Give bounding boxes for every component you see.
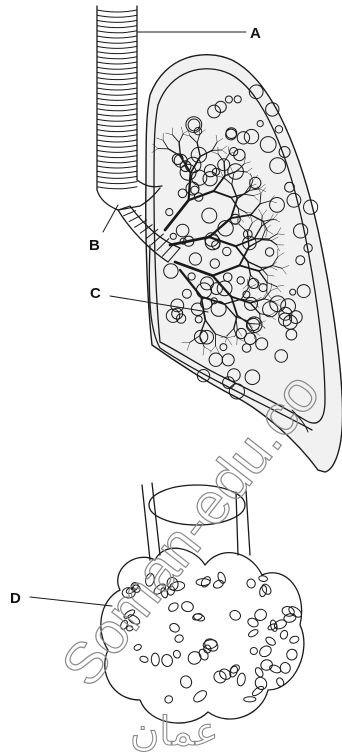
label-b-leader	[103, 205, 118, 232]
trachea-ring	[97, 36, 137, 38]
trachea-ring	[97, 15, 137, 17]
trachea-ring	[97, 57, 137, 59]
trachea-ring	[97, 104, 137, 106]
alveolar-cell	[151, 653, 160, 666]
trachea-ring	[97, 93, 137, 95]
alveolar-cell	[253, 607, 268, 622]
alveolar-cell	[228, 609, 242, 622]
alveolar-cell	[193, 613, 206, 623]
label-b-group: B	[89, 205, 118, 254]
alveolar-cell	[179, 674, 194, 689]
trachea-ring	[97, 171, 137, 173]
trachea-ring	[97, 161, 137, 163]
alveolar-cell	[258, 644, 274, 659]
trachea-ring	[97, 20, 137, 22]
alveolar-cell	[247, 628, 259, 638]
trachea-ring	[97, 98, 137, 100]
trachea-ring	[97, 10, 137, 12]
trachea-ring	[97, 135, 137, 137]
trachea-ring	[97, 109, 137, 111]
alveolar-cell	[160, 653, 173, 667]
bronchiole	[224, 162, 225, 176]
alveolar-cell	[202, 636, 220, 653]
bronchiole	[212, 150, 221, 151]
trachea-ring	[97, 166, 137, 168]
label-a-group: A	[138, 25, 261, 42]
trachea-ring	[97, 187, 137, 189]
alveolar-cell	[289, 635, 300, 644]
alveolar-cell	[212, 579, 224, 590]
alveolar-cell	[279, 661, 291, 674]
trachea-ring	[97, 150, 137, 152]
watermark-arabic: عمان	[130, 709, 219, 754]
bronchus-ring	[124, 211, 136, 216]
trachea-ring	[97, 130, 137, 132]
alveolar-cell	[283, 613, 297, 624]
alveolar-cell	[244, 697, 256, 702]
trachea-ring	[97, 26, 137, 28]
alveolar-cell	[236, 672, 246, 686]
alveolar-cell	[275, 677, 285, 688]
trachea-ring	[97, 119, 137, 121]
alveolar-cell	[200, 575, 213, 589]
trachea-ring	[97, 62, 137, 64]
label-d: D	[10, 590, 21, 607]
alveolar-cell	[279, 629, 289, 640]
alveolar-cell	[264, 635, 276, 646]
alveolar-cell	[172, 649, 182, 659]
alveolar-cell	[246, 578, 257, 589]
trachea-ring	[97, 140, 137, 142]
alveolar-cell	[168, 622, 181, 634]
alveolar-cell	[139, 655, 149, 663]
alveolar-cell	[217, 571, 227, 584]
trachea-ring	[97, 176, 137, 178]
trachea-ring	[97, 145, 137, 147]
watermark-latin: Soman-edu.co	[49, 361, 332, 698]
alveolar-cell	[181, 600, 195, 612]
alveolar-cell	[258, 575, 268, 582]
alveolar-cell	[192, 688, 209, 704]
trachea	[97, 6, 137, 190]
trachea-ring	[97, 52, 137, 54]
label-a: A	[250, 25, 261, 42]
bronchiole	[262, 216, 263, 226]
trachea-ring	[97, 78, 137, 80]
trachea-ring	[97, 124, 137, 126]
trachea-ring	[97, 83, 137, 85]
label-b: B	[89, 237, 100, 254]
alveolar-cell	[174, 634, 184, 644]
alveolar-cell	[246, 617, 259, 629]
trachea-ring	[97, 114, 137, 116]
alveolar-cell	[285, 648, 299, 662]
bronchiole	[260, 314, 261, 324]
trachea-ring	[97, 67, 137, 69]
alveolar-cell	[250, 647, 258, 655]
alveolar-cell	[254, 666, 265, 678]
alveolar-cell	[267, 623, 278, 631]
trachea-ring	[97, 72, 137, 74]
trachea-ring	[97, 31, 137, 33]
label-c: C	[90, 285, 101, 302]
trachea-ring	[97, 182, 137, 184]
trachea-ring	[97, 41, 137, 43]
trachea-ring	[97, 88, 137, 90]
alveolar-cell	[164, 694, 174, 704]
trachea-ring	[97, 46, 137, 48]
trachea-ring	[97, 156, 137, 158]
alveolar-cell	[251, 685, 265, 698]
